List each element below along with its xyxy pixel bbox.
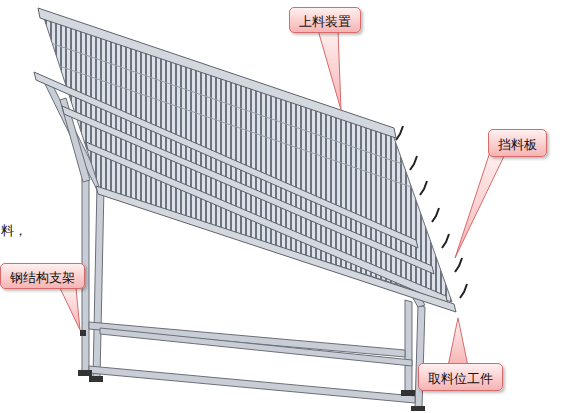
cropped-text: 料， — [1, 222, 27, 240]
callout-bubble: 上料装置 — [289, 7, 361, 33]
callout-bubble: 挡料板 — [488, 129, 547, 157]
callout-bubble: 取料位工件 — [418, 363, 503, 391]
callout-text: 挡料板 — [498, 137, 537, 152]
callout-text: 取料位工件 — [428, 371, 493, 386]
callout-text: 钢结构支架 — [10, 270, 75, 285]
callout-text: 上料装置 — [299, 14, 351, 29]
callout-bubble: 钢结构支架 — [0, 263, 85, 289]
